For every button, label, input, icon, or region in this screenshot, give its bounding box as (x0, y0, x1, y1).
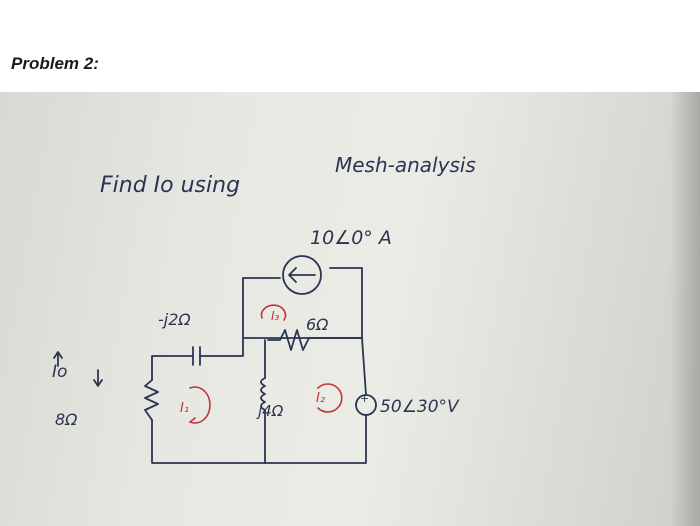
problem-label: Problem 2: (11, 54, 99, 73)
cap-left-wire (151, 355, 194, 381)
voltage-source-label: 50∠30°V (380, 397, 460, 417)
resistor-6-label: 6Ω (306, 315, 329, 334)
mesh-3-label: I₃ (271, 309, 280, 323)
handwritten-note-photo (0, 92, 700, 526)
mesh-1-arrow (188, 386, 211, 424)
prompt-method-text: Mesh-analysis (335, 153, 476, 177)
current-source-icon (282, 255, 322, 295)
current-source-label: 10∠0° A (310, 227, 392, 249)
capacitor-label: -j2Ω (158, 310, 191, 329)
inductor-label: j4Ω (256, 402, 284, 420)
right-branch-top (361, 337, 367, 396)
bottom-wire (151, 414, 367, 464)
resistor-8-ohm (144, 379, 159, 421)
mesh-2-label: I₂ (316, 391, 325, 406)
current-source-arrow (288, 267, 316, 283)
inductor-icon (260, 377, 266, 411)
resistor-6-ohm (267, 329, 363, 351)
voltage-plus-sign: + (360, 392, 369, 405)
io-label: Io (52, 362, 67, 382)
cap-right-wire (199, 337, 244, 357)
mesh-2-arrow (317, 383, 343, 413)
capacitor-icon (192, 346, 201, 366)
resistor-8-label: 8Ω (55, 410, 78, 429)
photo-edge-shadow (670, 92, 700, 526)
io-up-arrow (53, 351, 63, 367)
prompt-find-text: Find Io using (100, 173, 240, 198)
mesh-3-arrow (260, 304, 287, 321)
mesh-1-label: I₁ (180, 401, 189, 416)
io-down-arrow (93, 369, 103, 387)
